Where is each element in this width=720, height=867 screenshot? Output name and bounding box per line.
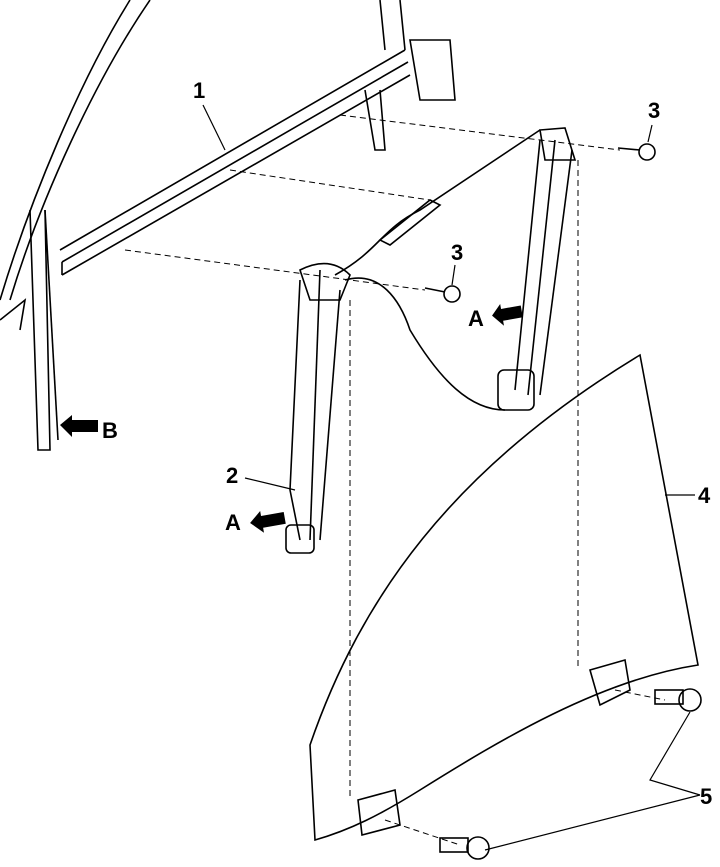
callout-1: 1 — [193, 78, 206, 103]
glass-run-channel — [0, 209, 59, 451]
callout-a-left: A — [225, 510, 241, 535]
screw-icon — [617, 143, 656, 161]
bolt-icon — [439, 836, 490, 860]
right-regulator-rail — [497, 127, 577, 411]
door-frame — [0, 0, 456, 301]
screw-icon — [424, 285, 461, 303]
view-arrows — [60, 304, 523, 533]
callout-2: 2 — [226, 463, 239, 488]
callout-4: 4 — [698, 483, 711, 508]
callout-3-upper: 3 — [648, 98, 661, 123]
arrow-b-icon — [60, 415, 98, 437]
leader-lines — [202, 104, 701, 851]
alignment-lines — [124, 114, 666, 846]
arrow-a-right-icon — [492, 304, 523, 326]
regulator-rail — [59, 49, 411, 276]
callout-5: 5 — [700, 784, 713, 809]
door-glass — [309, 353, 699, 842]
left-regulator-rail — [285, 262, 351, 554]
callout-3-middle: 3 — [451, 240, 464, 265]
bolt-icon — [654, 688, 702, 712]
arrow-a-left-icon — [250, 511, 286, 533]
regulator-cable — [334, 129, 541, 411]
screws — [424, 143, 702, 860]
callout-b: B — [102, 418, 118, 443]
callout-a-right: A — [468, 306, 484, 331]
